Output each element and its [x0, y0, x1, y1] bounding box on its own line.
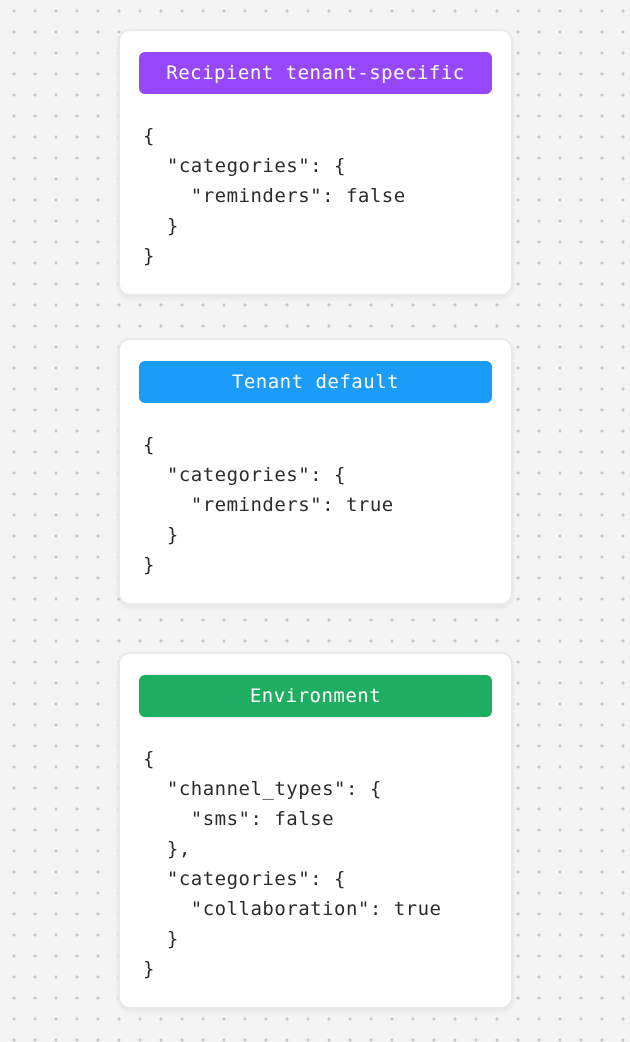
badge-label: Tenant default	[231, 371, 400, 393]
card-recipient-tenant-specific: Recipient tenant-specific { "categories"…	[118, 29, 513, 296]
card-tenant-default: Tenant default { "categories": { "remind…	[118, 338, 513, 605]
json-code-block: { "categories": { "reminders": true } }	[143, 434, 394, 576]
environment-badge: Environment	[139, 675, 492, 717]
badge-label: Recipient tenant-specific	[166, 62, 465, 84]
badge-label: Environment	[249, 685, 382, 707]
card-environment: Environment { "channel_types": { "sms": …	[118, 652, 513, 1009]
recipient-tenant-specific-badge: Recipient tenant-specific	[139, 52, 492, 94]
json-code-block: { "channel_types": { "sms": false }, "ca…	[143, 748, 442, 980]
json-code-block: { "categories": { "reminders": false } }	[143, 125, 406, 267]
tenant-default-badge: Tenant default	[139, 361, 492, 403]
